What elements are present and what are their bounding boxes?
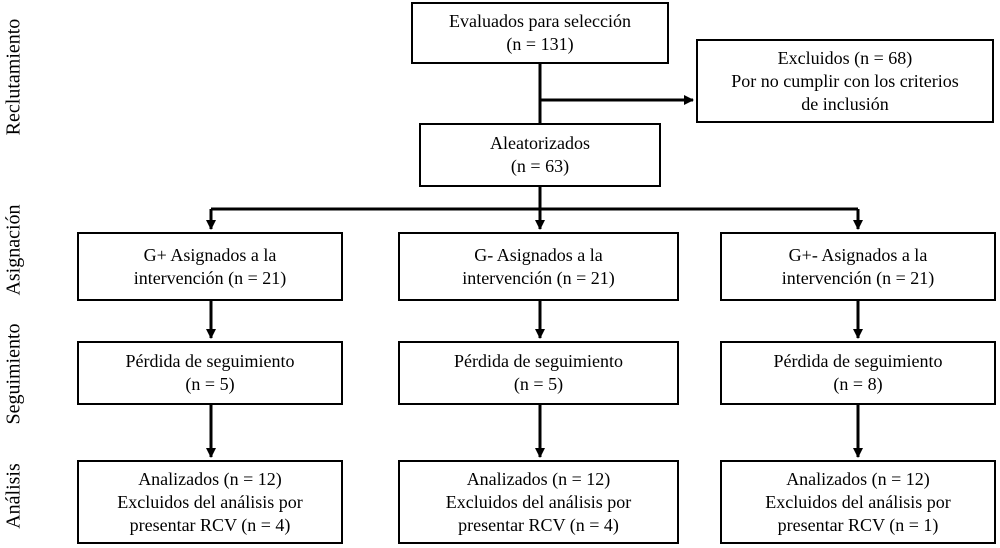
phase-label-reclutamiento: Reclutamiento <box>2 18 25 136</box>
analysis-excluded-count: presentar RCV (n = 1) <box>777 514 939 535</box>
excluded-count: Excluidos (n = 68) <box>777 47 913 68</box>
assigned-box-g-plus: G+ Asignados a la intervención (n = 21) <box>77 232 343 301</box>
evaluated-count: (n = 131) <box>506 34 574 54</box>
analysis-excluded-label: Excluidos del análisis por <box>117 491 303 512</box>
lost-label: Pérdida de seguimiento <box>773 351 943 371</box>
analyzed-count: Analizados (n = 12) <box>466 468 611 489</box>
lost-box-g-plus: Pérdida de seguimiento (n = 5) <box>77 341 343 405</box>
lost-count: (n = 5) <box>513 374 564 394</box>
lost-box-g-minus: Pérdida de seguimiento (n = 5) <box>398 341 679 405</box>
analysis-excluded-count: presentar RCV (n = 4) <box>458 514 619 535</box>
excluded-reason-line2: de inclusión <box>801 93 889 114</box>
analysis-excluded-label: Excluidos del análisis por <box>765 491 951 512</box>
phase-label-analisis: Análisis <box>2 463 25 529</box>
analyzed-box-g-plus: Analizados (n = 12) Excluidos del anális… <box>77 460 343 544</box>
excluded-box: Excluidos (n = 68) Por no cumplir con lo… <box>696 39 994 123</box>
assigned-count: intervención (n = 21) <box>781 267 935 288</box>
excluded-reason-line1: Por no cumplir con los criterios <box>731 70 959 91</box>
lost-label: Pérdida de seguimiento <box>125 351 295 371</box>
assigned-label: G- Asignados a la <box>474 244 603 265</box>
phase-label-seguimiento: Seguimiento <box>2 323 25 425</box>
lost-label: Pérdida de seguimiento <box>454 351 623 371</box>
assigned-label: G+- Asignados a la <box>788 244 928 265</box>
lost-count: (n = 8) <box>833 374 883 394</box>
evaluated-box: Evaluados para selección (n = 131) <box>411 2 669 64</box>
analyzed-box-g-plus-minus: Analizados (n = 12) Excluidos del anális… <box>720 460 996 544</box>
analysis-excluded-label: Excluidos del análisis por <box>445 491 632 512</box>
evaluated-title: Evaluados para selección <box>449 11 631 31</box>
analyzed-box-g-minus: Analizados (n = 12) Excluidos del anális… <box>398 460 679 544</box>
assigned-count: intervención (n = 21) <box>133 267 287 288</box>
analyzed-count: Analizados (n = 12) <box>786 468 930 489</box>
analyzed-count: Analizados (n = 12) <box>138 468 282 489</box>
assigned-count: intervención (n = 21) <box>462 267 615 288</box>
assigned-box-g-plus-minus: G+- Asignados a la intervención (n = 21) <box>720 232 996 301</box>
randomized-box: Aleatorizados (n = 63) <box>419 123 661 187</box>
assigned-label: G+ Asignados a la <box>143 244 277 265</box>
assigned-box-g-minus: G- Asignados a la intervención (n = 21) <box>398 232 679 301</box>
phase-label-asignacion: Asignación <box>2 204 25 296</box>
randomized-count: (n = 63) <box>510 156 570 176</box>
lost-box-g-plus-minus: Pérdida de seguimiento (n = 8) <box>720 341 996 405</box>
randomized-title: Aleatorizados <box>490 133 590 153</box>
lost-count: (n = 5) <box>185 374 235 394</box>
analysis-excluded-count: presentar RCV (n = 4) <box>129 514 291 535</box>
